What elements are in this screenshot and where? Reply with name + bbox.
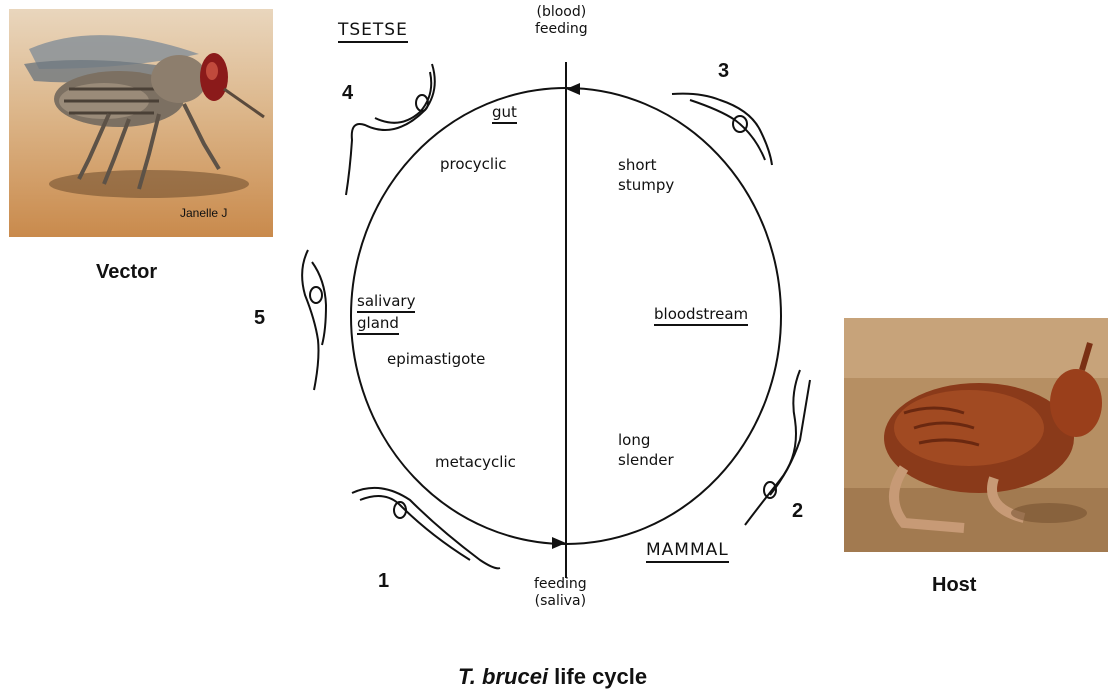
gut-label: gut (492, 103, 517, 124)
bottom-feeding-label: feeding (saliva) (534, 576, 587, 610)
trypanosome-stage-4 (346, 64, 435, 195)
stage-number-4: 4 (342, 82, 353, 105)
procyclic-label: procyclic (440, 155, 507, 173)
short-stumpy-label: short stumpy (618, 155, 674, 195)
top-arrow (566, 83, 580, 95)
top-feeding-line1: (blood) (535, 4, 588, 21)
epimastigote-label: epimastigote (387, 350, 485, 368)
top-feeding-line2: feeding (535, 21, 588, 38)
stage-number-5: 5 (254, 307, 265, 330)
short-stumpy-line1: short (618, 155, 674, 175)
long-slender-line2: slender (618, 450, 674, 470)
salivary-gland-line1: salivary (357, 292, 415, 313)
mammal-label: MAMMAL (646, 540, 729, 563)
bottom-feeding-line1: feeding (534, 576, 587, 593)
bloodstream-label: bloodstream (654, 305, 748, 326)
short-stumpy-line2: stumpy (618, 175, 674, 195)
salivary-gland-line2: gland (357, 314, 399, 335)
trypanosome-stage-5 (302, 250, 326, 390)
long-slender-label: long slender (618, 430, 674, 470)
top-feeding-label: (blood) feeding (535, 4, 588, 38)
trypanosome-stage-1 (352, 488, 500, 568)
figure-title-rest: life cycle (548, 664, 647, 689)
stage-number-3: 3 (718, 60, 729, 83)
stage-number-1: 1 (378, 570, 389, 593)
figure-title-species: T. brucei (458, 664, 548, 689)
tsetse-label: TSETSE (338, 20, 408, 43)
stage-number-2: 2 (792, 500, 803, 523)
long-slender-line1: long (618, 430, 674, 450)
bottom-feeding-line2: (saliva) (534, 593, 587, 610)
salivary-gland-label: salivary gland (357, 290, 415, 334)
bottom-arrow (552, 537, 566, 549)
figure-title: T. brucei life cycle (458, 664, 647, 690)
metacyclic-label: metacyclic (435, 453, 516, 471)
trypanosome-stage-3 (672, 94, 772, 165)
